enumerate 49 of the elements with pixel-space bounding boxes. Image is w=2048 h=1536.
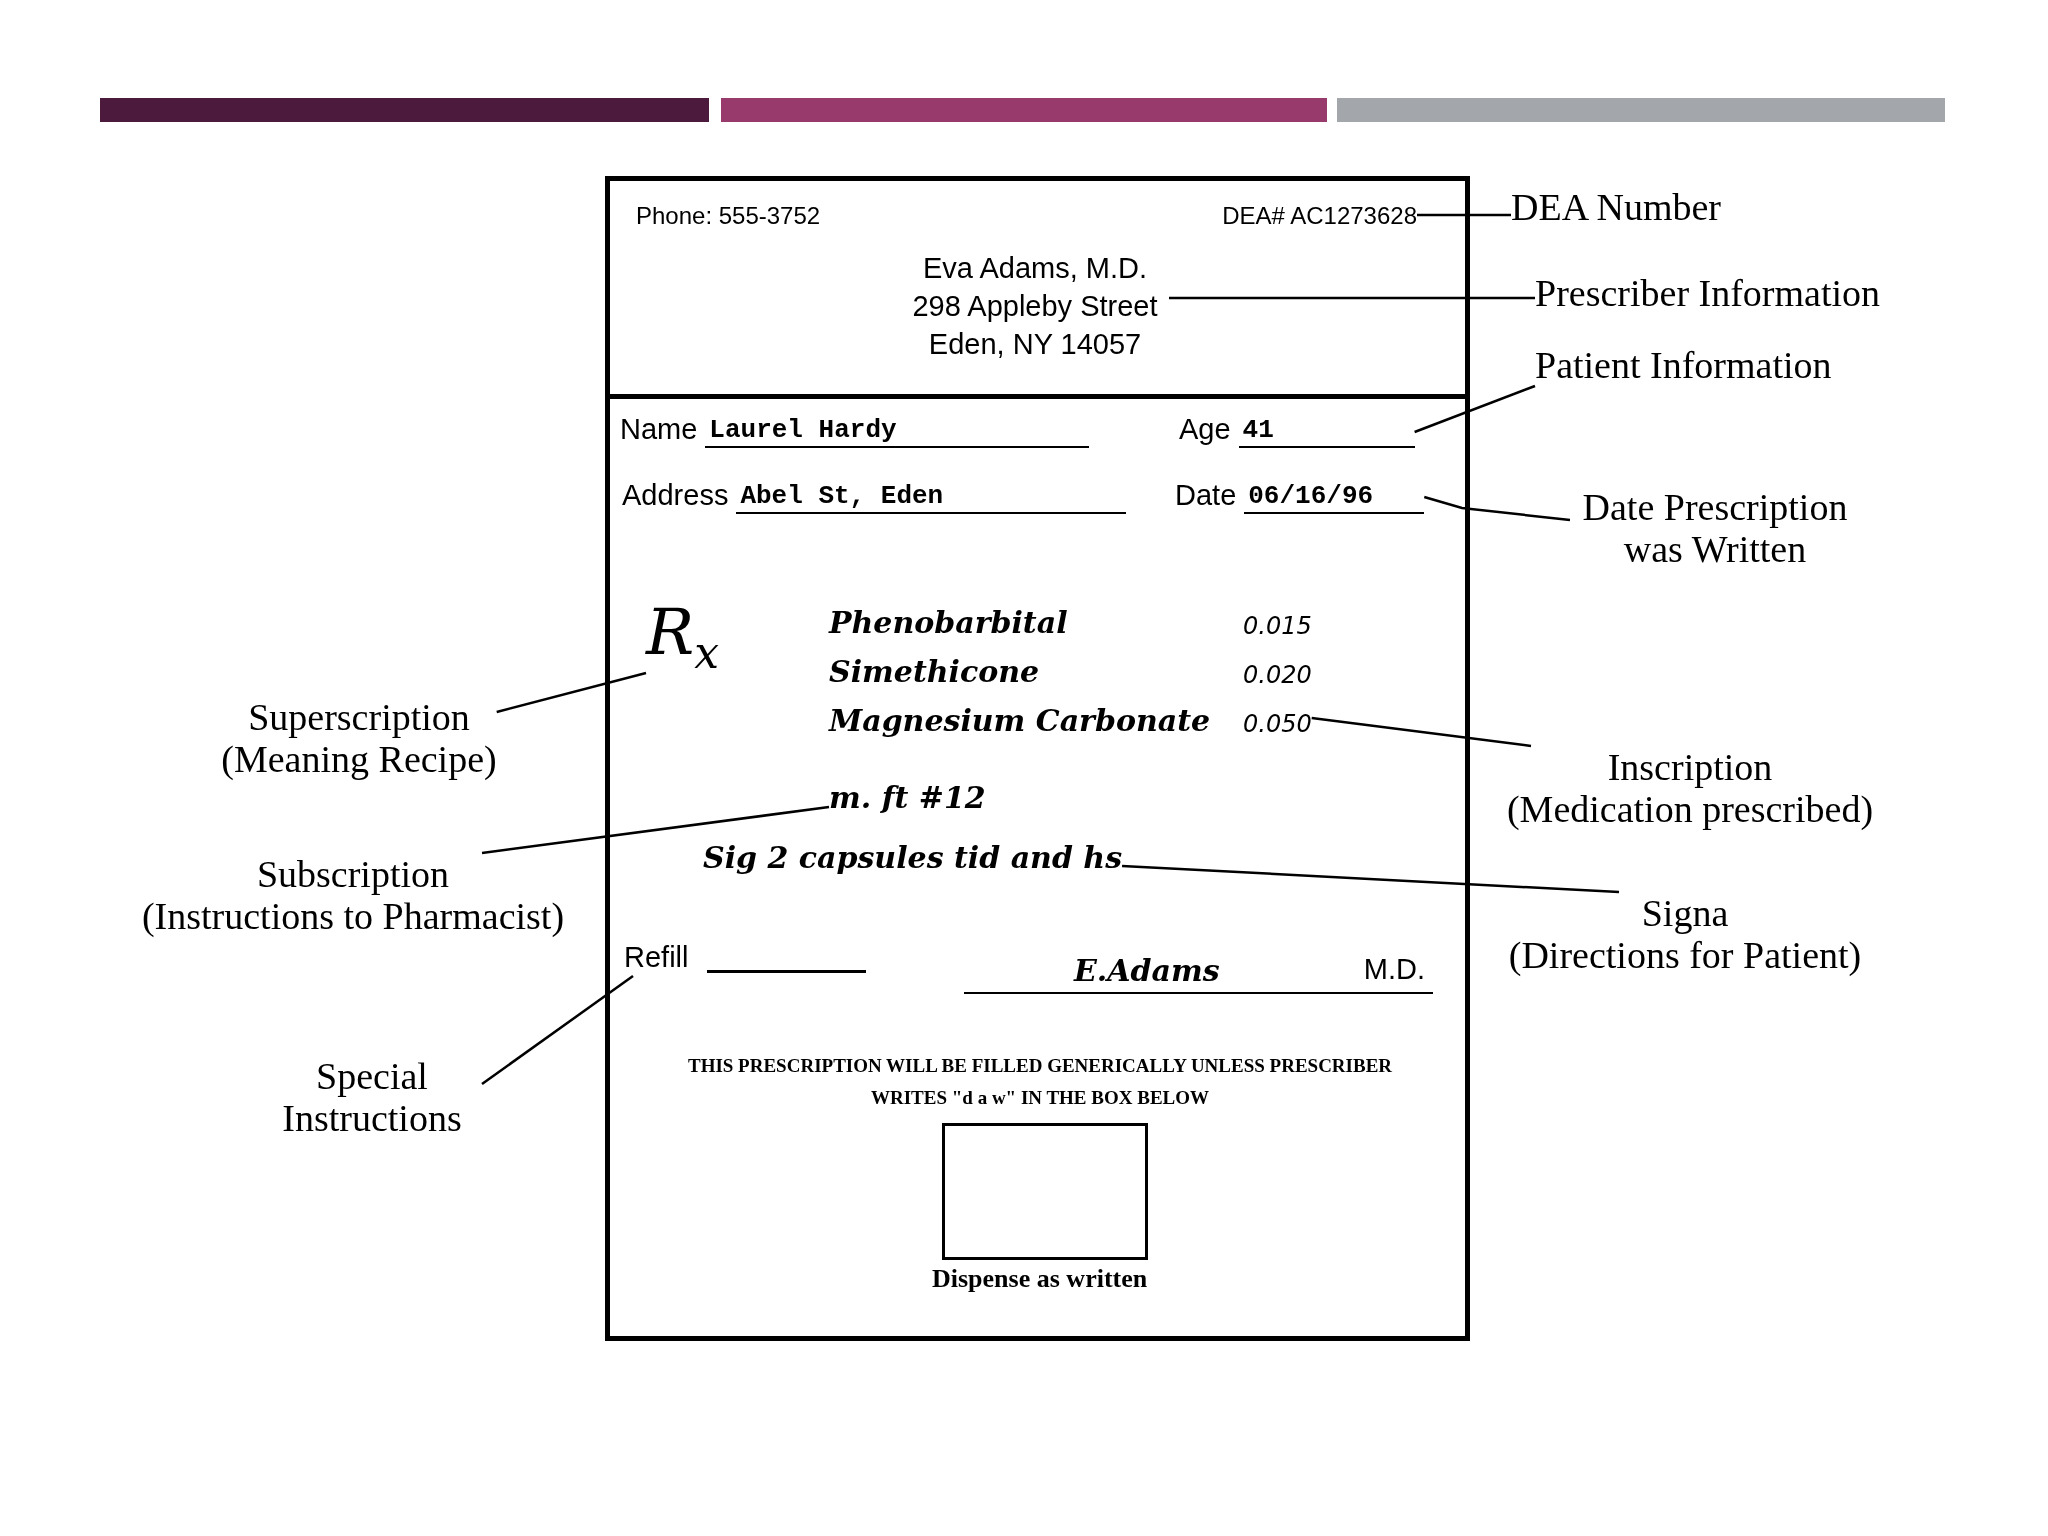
drug-name: Simethicone — [829, 654, 1041, 689]
leader-line — [496, 671, 647, 714]
leader-line — [1169, 296, 1535, 300]
field-label: Age — [1179, 412, 1231, 447]
leader-line — [1311, 716, 1532, 748]
credential: M.D. — [1363, 952, 1425, 987]
box-caption: Dispense as written — [932, 1264, 1148, 1294]
field-label: Name — [620, 412, 698, 447]
leader-line — [1423, 495, 1571, 522]
dose: 0.015 — [1243, 612, 1312, 640]
callout-label: Patient Information — [1535, 344, 1832, 386]
fill-in-line: 06/16/96 — [1244, 480, 1425, 514]
patient-directions: Sig 2 capsules tid and hs — [703, 840, 1123, 875]
phone-number: Phone: 555-3752 — [636, 197, 821, 235]
leader-line — [481, 805, 830, 855]
callout-label: DEA Number — [1511, 186, 1722, 228]
callout-description: (Instructions to Pharmacist) — [141, 895, 565, 937]
drug-name: Phenobarbital — [829, 605, 1069, 640]
dose: 0.050 — [1243, 710, 1312, 738]
rx-symbol: R$_{x}$ — [646, 592, 719, 693]
callout-description: (Medication prescribed) — [1506, 788, 1874, 830]
prescription-form — [605, 176, 1470, 1341]
prescriber-address: Eva Adams, M.D. 298 Appleby Street Eden, NY 14057 — [901, 249, 1169, 363]
field-label: Date — [1175, 478, 1237, 513]
signature: E.Adams — [1074, 953, 1220, 988]
compounding-instruction: m. ft #12 — [829, 780, 986, 815]
fill-in-line: 41 — [1238, 414, 1415, 448]
drug-name: Magnesium Carbonate — [829, 703, 1212, 738]
callout-label: Superscription — [247, 696, 471, 738]
fill-in-line: Laurel Hardy — [705, 414, 1090, 448]
field-label: Address — [622, 478, 729, 513]
callout-description: (Directions for Patient) — [1508, 934, 1862, 976]
leader-line — [1417, 213, 1511, 217]
callout-label: Inscription — [1606, 746, 1774, 788]
callout-label: Subscription — [255, 853, 451, 895]
callout-label: Special Instructions — [262, 1055, 482, 1139]
dose: 0.020 — [1243, 661, 1312, 689]
leader-line — [481, 975, 634, 1085]
fill-in-line: Abel St, Eden — [736, 480, 1127, 514]
leader-line — [1414, 384, 1536, 434]
callout-description: (Meaning Recipe) — [221, 738, 497, 780]
callout-label: Date Prescription was Written — [1570, 486, 1860, 570]
callout-label: Prescriber Information — [1535, 272, 1881, 314]
leader-line — [1122, 864, 1620, 894]
callout-label: Signa — [1640, 892, 1730, 934]
write-in-box — [942, 1123, 1148, 1260]
generic-notice: THIS PRESCRIPTION WILL BE FILLED GENERICALLY UNLESS PRESCRIBER WRITES "d a w" IN THE BOX BELOW — [680, 1050, 1400, 1114]
field-label: Refill — [624, 938, 689, 976]
dea-number: DEA# AC1273628 — [1160, 197, 1417, 235]
